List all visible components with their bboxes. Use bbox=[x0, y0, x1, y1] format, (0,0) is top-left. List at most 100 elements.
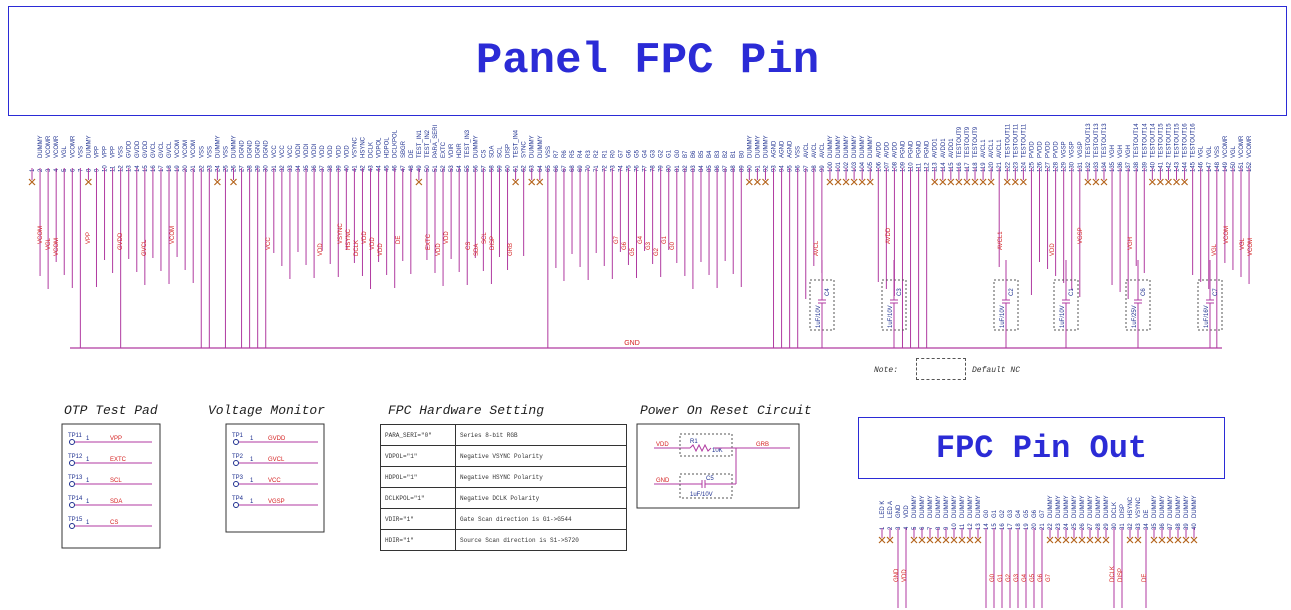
panel-pin-name: TESTOUT16 bbox=[1191, 123, 1197, 158]
panel-pin-name: PVDD bbox=[1038, 141, 1044, 158]
panel-pin-name: PARA_SERI bbox=[433, 124, 439, 158]
fpc-pin-number: 40 bbox=[1192, 523, 1198, 530]
panel-pin-name: VSS bbox=[199, 146, 205, 158]
por-out-label: GRB bbox=[756, 442, 769, 448]
panel-pin-name: G3 bbox=[651, 149, 657, 158]
panel-pin-name: AVCL1 bbox=[997, 139, 1003, 158]
voltage-monitor-title: Voltage Monitor bbox=[208, 403, 326, 418]
panel-pin-name: TESTOUT13 bbox=[1102, 123, 1108, 158]
test-pad-pin: 1 bbox=[86, 520, 90, 526]
fpc-pin-name: G6 bbox=[1032, 509, 1038, 518]
main-title-box: Panel FPC Pin bbox=[8, 6, 1287, 116]
fpc-pin-number: 29 bbox=[1104, 523, 1110, 530]
net-label: VDD bbox=[436, 243, 442, 256]
capacitor-ref: C6 bbox=[1141, 288, 1147, 296]
panel-pin-number: 146 bbox=[1199, 161, 1205, 172]
panel-pin-number: 120 bbox=[989, 161, 995, 172]
panel-pin-number: 142 bbox=[1166, 161, 1172, 172]
panel-pin-number: 94 bbox=[780, 165, 786, 172]
monitor-pad-pin: 1 bbox=[250, 499, 254, 505]
nc-marker bbox=[1126, 536, 1134, 544]
panel-pin-number: 41 bbox=[352, 165, 358, 172]
monitor-pad-ref: TP1 bbox=[232, 433, 244, 439]
fpc-pin-name: DUMMY bbox=[1184, 495, 1190, 518]
nc-marker bbox=[1011, 178, 1019, 186]
monitor-pad-net: VGSP bbox=[268, 499, 285, 505]
panel-pin-number: 38 bbox=[328, 165, 334, 172]
note-dashed-box bbox=[916, 358, 966, 380]
panel-pin-number: 87 bbox=[723, 165, 729, 172]
panel-pin-number: 117 bbox=[965, 162, 971, 172]
panel-pin-name: AVCL bbox=[812, 142, 818, 158]
hardware-setting-row: DCLKPOL="1"Negative DCLK Polarity bbox=[380, 487, 627, 509]
fpc-net-label: GND bbox=[894, 568, 900, 582]
test-pad-icon bbox=[69, 502, 75, 508]
fpc-pin-name: LED A bbox=[888, 501, 894, 518]
panel-pin-name: DUMMY bbox=[215, 135, 221, 158]
panel-pin-number: 138 bbox=[1134, 161, 1140, 172]
nc-marker bbox=[858, 178, 866, 186]
panel-pin-number: 127 bbox=[1046, 161, 1052, 172]
panel-pin-number: 122 bbox=[1005, 161, 1011, 172]
panel-pin-name: B4 bbox=[707, 150, 713, 158]
net-label: VDD bbox=[1050, 243, 1056, 256]
panel-pin-name: VCOMR bbox=[1239, 135, 1245, 158]
fpc-pin-name: DUMMY bbox=[1096, 495, 1102, 518]
panel-pin-name: VCOMR bbox=[70, 135, 76, 158]
panel-pin-name: VDPOL bbox=[377, 137, 383, 158]
panel-pin-number: 64 bbox=[538, 165, 544, 172]
net-label: G6 bbox=[622, 241, 628, 250]
panel-pin-number: 55 bbox=[465, 165, 471, 172]
fpc-pin-number: 6 bbox=[920, 526, 926, 530]
panel-pin-number: 48 bbox=[409, 165, 415, 172]
panel-pin-name: HDPOL bbox=[385, 137, 391, 158]
panel-pin-number: 140 bbox=[1150, 161, 1156, 172]
panel-pin-number: 124 bbox=[1021, 161, 1027, 172]
fpc-pin-number: 28 bbox=[1096, 523, 1102, 530]
hardware-setting-row: HDIR="1"Source Scan direction is S1->S72… bbox=[380, 529, 627, 551]
nc-marker bbox=[950, 536, 958, 544]
panel-pin-number: 75 bbox=[626, 165, 632, 172]
net-label: VCOM bbox=[1224, 226, 1230, 244]
nc-marker bbox=[918, 536, 926, 544]
panel-pin-number: 56 bbox=[473, 165, 479, 172]
resistor-value: 10K bbox=[712, 448, 723, 454]
capacitor-ref: C7 bbox=[1213, 288, 1219, 296]
fpc-pin-name: DUMMY bbox=[1168, 495, 1174, 518]
panel-pin-number: 93 bbox=[772, 165, 778, 172]
panel-pin-number: 132 bbox=[1086, 161, 1092, 172]
panel-pin-name: VDDI bbox=[296, 143, 302, 158]
fpc-pin-name: DUMMY bbox=[944, 495, 950, 518]
panel-pin-number: 84 bbox=[699, 165, 705, 172]
panel-pin-number: 54 bbox=[457, 165, 463, 172]
panel-pin-name: DCLKPOL bbox=[393, 129, 399, 158]
panel-pin-name: G4 bbox=[643, 149, 649, 158]
fpc-pin-name: G5 bbox=[1024, 509, 1030, 518]
nc-marker bbox=[866, 178, 874, 186]
panel-pin-number: 121 bbox=[997, 161, 1003, 172]
panel-pin-number: 5 bbox=[62, 168, 68, 172]
fpc-pin-number: 14 bbox=[984, 523, 990, 530]
net-label: VPP bbox=[86, 232, 92, 244]
panel-pin-name: PVDD bbox=[1054, 141, 1060, 158]
panel-pin-name: DUMMY bbox=[38, 135, 44, 158]
fpc-pin-number: 30 bbox=[1112, 523, 1118, 530]
panel-pin-name: VGL bbox=[1199, 145, 1205, 158]
panel-pin-number: 100 bbox=[828, 161, 834, 172]
panel-pin-name: TESTOUT15 bbox=[1166, 123, 1172, 158]
nc-marker bbox=[1173, 178, 1180, 186]
fpc-pin-name: VSYNC bbox=[1136, 497, 1142, 518]
nc-marker bbox=[931, 178, 939, 186]
nc-marker bbox=[974, 536, 982, 544]
panel-pin-name: G1 bbox=[667, 149, 673, 158]
fpc-pin-number: 39 bbox=[1184, 523, 1190, 530]
panel-pin-number: 8 bbox=[86, 168, 92, 172]
power-on-reset-title: Power On Reset Circuit bbox=[640, 403, 812, 418]
net-label: SCL bbox=[482, 232, 488, 244]
nc-marker bbox=[1003, 178, 1011, 186]
panel-pin-number: 1 bbox=[30, 168, 36, 172]
test-pad-icon bbox=[69, 523, 75, 529]
panel-pin-number: 62 bbox=[522, 165, 528, 172]
panel-pin-number: 22 bbox=[199, 165, 205, 172]
net-label: DISP bbox=[490, 236, 496, 250]
